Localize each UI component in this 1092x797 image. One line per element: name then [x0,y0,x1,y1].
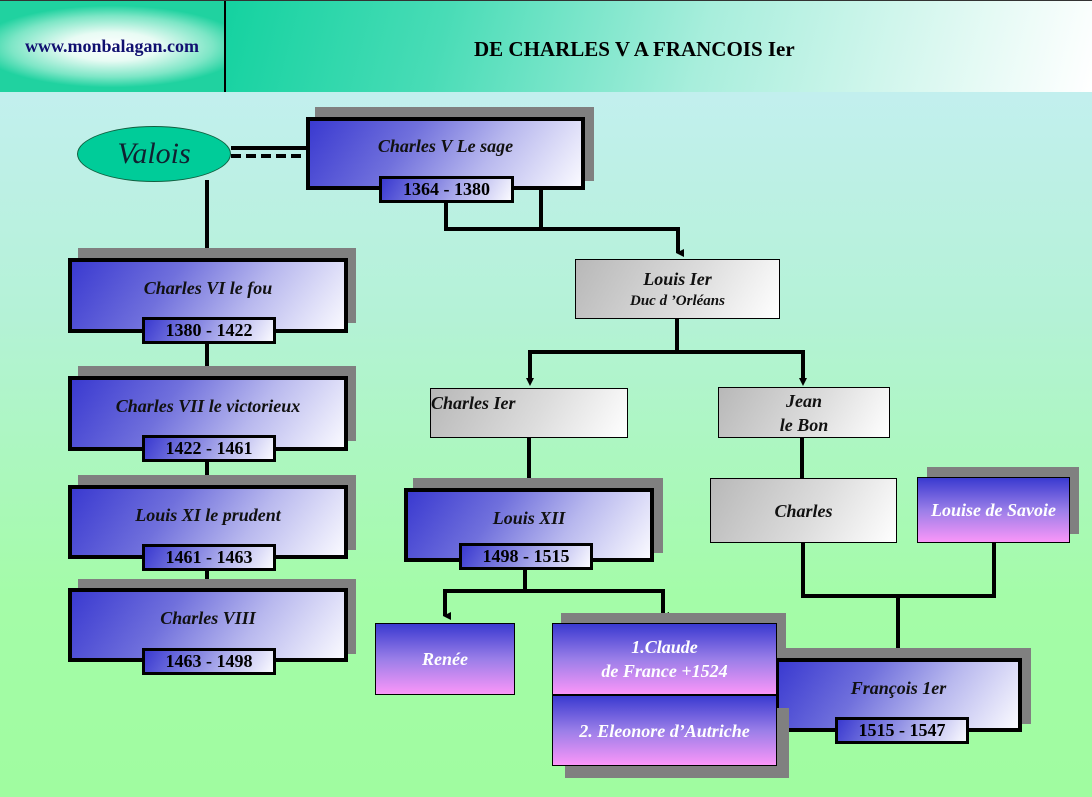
link-louis-xii-claude [525,589,669,620]
king-name: Louis XI le prudent [135,504,281,525]
dynasty-valois[interactable]: Valois [77,126,231,182]
link-parents-francois [801,541,996,598]
years-charles-viii: 1463 - 1498 [142,648,276,675]
person-name: Louis Ier [643,269,712,289]
king-name: Louis XII [492,507,566,528]
title-banner: DE CHARLES V A FRANCOIS Ier [226,1,1092,92]
page-title: DE CHARLES V A FRANCOIS Ier [474,37,795,61]
site-link[interactable]: www.monbalagan.com [24,36,199,56]
person-name: Jean [786,390,822,411]
link-charles-v-louis-ier [444,200,684,257]
years-charles-v: 1364 - 1380 [379,176,514,203]
node-charles-v[interactable]: Charles V Le sage [306,117,585,190]
king-name: François 1er [850,677,947,698]
person-name: 1.Claude [631,637,698,657]
king-name: Charles VI le fou [143,278,273,298]
person-name: 2. Eleonore d’Autriche [579,720,750,741]
node-jean-le-bon[interactable]: Jean le Bon [718,387,890,438]
years-charles-vii: 1422 - 1461 [142,435,276,462]
person-title: Duc d ’Orléans [629,293,725,309]
king-name: Charles VIII [160,607,256,628]
site-logo[interactable]: www.monbalagan.com [0,1,226,92]
person-name: Renée [422,649,468,669]
person-detail: de France +1524 [601,661,728,681]
node-renee[interactable]: Renée [375,623,515,695]
person-name: Charles Ier [431,393,516,413]
person-name: Louise de Savoie [931,500,1056,520]
person-epithet: le Bon [779,414,829,435]
link-louis-xii-renee [443,568,527,620]
node-louise-de-savoie[interactable]: Louise de Savoie [917,477,1070,543]
years-francois-1er: 1515 - 1547 [835,717,969,744]
king-name: Charles VII le victorieux [115,396,301,416]
node-charles[interactable]: Charles [710,478,897,543]
person-name: Charles [774,500,833,521]
years-louis-xi: 1461 - 1463 [142,544,276,571]
header-bar: www.monbalagan.com DE CHARLES V A FRANCO… [0,0,1092,92]
link-louis-ier-children [528,350,805,381]
node-charles-ier[interactable]: Charles Ier [430,388,628,438]
node-louis-ier[interactable]: Louis Ier Duc d ’Orléans [575,259,780,319]
years-louis-xii: 1498 - 1515 [459,543,593,570]
node-claude-de-france[interactable]: 1.Claude de France +1524 [552,623,777,695]
years-charles-vi: 1380 - 1422 [142,317,276,344]
node-eleonore-d-autriche[interactable]: 2. Eleonore d’Autriche [552,695,777,766]
king-name: Charles V Le sage [377,136,514,156]
